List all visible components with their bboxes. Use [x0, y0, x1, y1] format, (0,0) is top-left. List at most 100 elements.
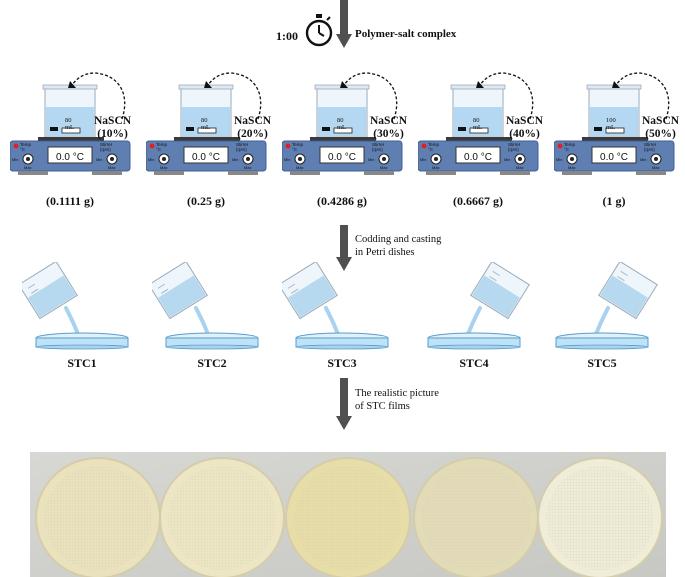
temp-knob-icon: [566, 153, 578, 165]
concentration-label: NaSCN (50%): [642, 115, 679, 141]
power-led-icon: [557, 143, 563, 149]
salt-percent: (20%): [237, 128, 268, 140]
film-texture: [44, 466, 152, 570]
volume-label: 80 mL: [337, 117, 347, 131]
salt-name: NaSCN: [370, 115, 408, 127]
pouring-scene: [427, 262, 530, 350]
pouring-beaker: [470, 262, 530, 320]
step-picture-line1: The realistic picture: [355, 388, 439, 399]
temp-panel-label: Temp °C: [428, 142, 440, 152]
stirrer-knob-icon: [242, 153, 254, 165]
petri-dish: [165, 332, 259, 350]
salt-name: NaSCN: [94, 115, 132, 127]
sample-label: STC2: [197, 356, 227, 370]
temp-knob-icon: [22, 153, 34, 165]
salt-mass: (1 g): [602, 194, 626, 208]
time-label: 1:00: [276, 29, 298, 43]
pouring-beaker: [598, 262, 658, 320]
hotplate-stirrer: [282, 72, 403, 175]
temp-display: 0.0 °C: [464, 152, 492, 163]
power-led-icon: [421, 143, 427, 149]
max-label: Max: [516, 165, 524, 170]
stopwatch-icon: [305, 14, 333, 47]
stirrer-panel-label: Stirrer (rpm): [644, 142, 657, 152]
pouring-scene: [282, 262, 389, 350]
dashed-arrow: [479, 72, 534, 120]
stirrer-knob-icon: [106, 153, 118, 165]
sample-label: STC1: [67, 356, 97, 370]
salt-name: NaSCN: [642, 115, 680, 127]
max-label: Max: [380, 165, 388, 170]
stirrer-panel-label: Stirrer (rpm): [372, 142, 385, 152]
min-label: Min: [148, 157, 155, 162]
step-casting-line1: Codding and casting: [355, 234, 442, 245]
concentration-label: NaSCN (20%): [234, 115, 271, 141]
step-polymer-salt: Polymer-salt complex: [355, 28, 457, 40]
min-label: Min: [640, 157, 647, 162]
temp-display: 0.0 °C: [56, 152, 84, 163]
concentration-label: NaSCN (30%): [370, 115, 407, 141]
pouring-beaker: [22, 262, 78, 320]
max-label: Max: [568, 165, 576, 170]
dashed-arrow: [343, 72, 398, 120]
sample-label: STC4: [459, 356, 489, 370]
temp-knob-icon: [294, 153, 306, 165]
max-label: Max: [108, 165, 116, 170]
max-label: Max: [432, 165, 440, 170]
dashed-arrow: [71, 72, 126, 120]
stirrer-knob-icon: [650, 153, 662, 165]
min-label: Min: [556, 157, 563, 162]
max-label: Max: [296, 165, 304, 170]
film-texture: [168, 466, 276, 570]
film-texture: [422, 466, 530, 570]
power-led-icon: [13, 143, 19, 149]
step-casting-line2: in Petri dishes: [355, 247, 415, 258]
hotplate-stirrer: [146, 72, 267, 175]
salt-name: NaSCN: [506, 115, 544, 127]
salt-mass: (0.1111 g): [45, 194, 94, 208]
dashed-arrow: [207, 72, 262, 120]
salt-mass: (0.6667 g): [453, 194, 503, 208]
stirrer-panel-label: Stirrer (rpm): [508, 142, 521, 152]
temp-display: 0.0 °C: [192, 152, 220, 163]
films-photo: [30, 452, 666, 577]
pouring-beaker: [152, 262, 208, 320]
hotplate-stirrer: [554, 72, 675, 175]
pouring-scene: [555, 262, 658, 350]
max-label: Max: [244, 165, 252, 170]
temp-knob-icon: [158, 153, 170, 165]
pouring-beaker: [282, 262, 338, 320]
salt-percent: (10%): [97, 128, 128, 140]
power-led-icon: [285, 143, 291, 149]
beaker: [314, 84, 370, 138]
step-casting: Codding and casting in Petri dishes: [355, 233, 441, 259]
hotplate-stirrer: [418, 72, 539, 175]
sample-label: STC3: [327, 356, 357, 370]
pouring-scene: [22, 262, 129, 350]
stirrer-knob-icon: [378, 153, 390, 165]
beaker: [178, 84, 234, 138]
stirrer-panel-label: Stirrer (rpm): [236, 142, 249, 152]
temp-display: 0.0 °C: [600, 152, 628, 163]
max-label: Max: [160, 165, 168, 170]
main-arrow-2: [336, 225, 352, 278]
salt-mass: (0.25 g): [187, 194, 225, 208]
min-label: Min: [12, 157, 19, 162]
min-label: Min: [420, 157, 427, 162]
concentration-label: NaSCN (10%): [94, 115, 131, 141]
salt-percent: (50%): [645, 128, 676, 140]
max-label: Max: [24, 165, 32, 170]
step-picture: The realistic picture of STC films: [355, 387, 439, 413]
salt-name: NaSCN: [234, 115, 272, 127]
min-label: Min: [504, 157, 511, 162]
hotplate-stirrer: [10, 72, 131, 175]
temp-display: 0.0 °C: [328, 152, 356, 163]
salt-mass: (0.4286 g): [317, 194, 367, 208]
temp-panel-label: Temp °C: [564, 142, 576, 152]
temp-panel-label: Temp °C: [156, 142, 168, 152]
main-arrow-3: [336, 378, 352, 437]
film-texture: [546, 466, 654, 570]
stirrer-panel-label: Stirrer (rpm): [100, 142, 113, 152]
salt-percent: (40%): [509, 128, 540, 140]
min-label: Min: [96, 157, 103, 162]
